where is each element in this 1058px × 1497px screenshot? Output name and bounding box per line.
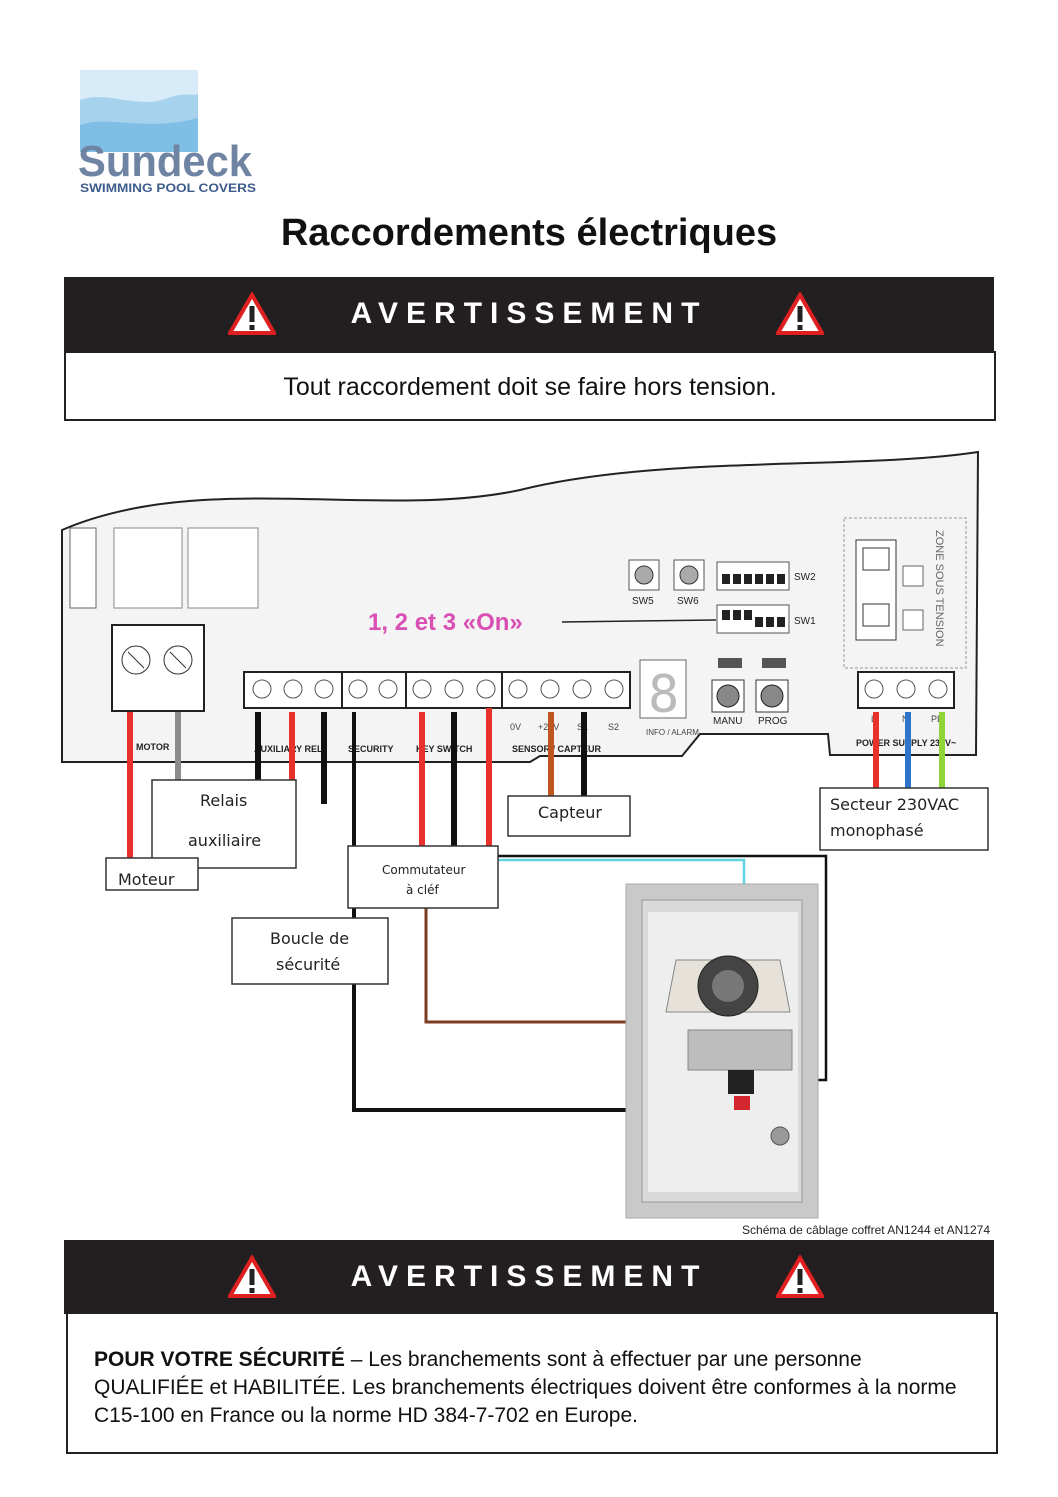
diagram-caption: Schéma de câblage coffret AN1244 et AN12… bbox=[742, 1223, 990, 1237]
commutateur-label: Commutateur bbox=[382, 863, 465, 877]
warning-heading: AVERTISSEMENT bbox=[350, 1260, 708, 1293]
warning-banner-bottom: AVERTISSEMENT bbox=[64, 1240, 994, 1314]
block-label-motor: MOTOR bbox=[136, 742, 170, 752]
block-label-sensor: SENSOR / CAPTEUR bbox=[512, 744, 602, 754]
svg-text:8: 8 bbox=[648, 665, 679, 725]
sw5-label: SW5 bbox=[632, 596, 654, 607]
commutateur-box bbox=[347, 845, 499, 909]
capteur-box bbox=[507, 795, 631, 837]
dip-switch-sw1 bbox=[716, 604, 790, 634]
warning-banner-top: AVERTISSEMENT bbox=[64, 277, 994, 351]
moteur-box bbox=[105, 857, 199, 891]
sw2-label: SW2 bbox=[794, 572, 816, 583]
safety-text: – Les branchements sont à effectuer par … bbox=[94, 1348, 957, 1427]
sw1-label: SW1 bbox=[794, 616, 816, 627]
safety-lead: POUR VOTRE SÉCURITÉ bbox=[94, 1348, 345, 1371]
boucle-label: sécurité bbox=[276, 955, 340, 974]
safety-message-box: POUR VOTRE SÉCURITÉ – Les branchements s… bbox=[66, 1312, 998, 1454]
relais-label: Relais bbox=[200, 791, 247, 810]
dip-annotation: 1, 2 et 3 «On» bbox=[368, 609, 523, 636]
wiring-diagram: MOTOR AUXILIARY REL. SECURITY KEY SWITCH… bbox=[61, 450, 990, 1237]
page-title: Raccordements électriques bbox=[280, 212, 778, 254]
block-label-security: SECURITY bbox=[348, 744, 394, 754]
secteur-label: monophasé bbox=[830, 821, 924, 840]
capteur-label: Capteur bbox=[538, 803, 602, 822]
warning-heading: AVERTISSEMENT bbox=[350, 297, 708, 330]
sw6-label: SW6 bbox=[677, 596, 699, 607]
commutateur-label: à cléf bbox=[406, 883, 439, 897]
power-pin-label: PE bbox=[931, 714, 943, 724]
moteur-label: Moteur bbox=[118, 870, 175, 889]
secteur-box bbox=[819, 787, 989, 851]
zone-label: ZONE SOUS TENSION bbox=[933, 530, 945, 647]
sensor-pin-label: S2 bbox=[608, 722, 619, 732]
warning-triangle-icon bbox=[228, 1255, 276, 1298]
warning-message: Tout raccordement doit se faire hors ten… bbox=[283, 373, 777, 401]
relais-label: auxiliaire bbox=[188, 831, 261, 850]
warning-message-box: Tout raccordement doit se faire hors ten… bbox=[64, 351, 996, 421]
relais-box bbox=[151, 779, 297, 869]
brand-name: Sundeck bbox=[78, 137, 253, 186]
prog-label: PROG bbox=[758, 716, 788, 727]
sundeck-logo: Sundeck SWIMMING POOL COVERS bbox=[78, 70, 256, 195]
boucle-label: Boucle de bbox=[270, 929, 349, 948]
warning-triangle-icon bbox=[228, 292, 276, 335]
warning-triangle-icon bbox=[776, 292, 824, 335]
brand-tagline: SWIMMING POOL COVERS bbox=[80, 181, 256, 195]
warning-triangle-icon bbox=[776, 1255, 824, 1298]
safety-message: POUR VOTRE SÉCURITÉ – Les branchements s… bbox=[94, 1346, 970, 1430]
key-switch-enclosure-photo bbox=[625, 883, 819, 1219]
secteur-label: Secteur 230VAC bbox=[830, 795, 959, 814]
sensor-pin-label: 0V bbox=[510, 722, 521, 732]
manu-label: MANU bbox=[713, 716, 742, 727]
block-label-keyswitch: KEY SWITCH bbox=[416, 744, 472, 754]
info-alarm-label: INFO / ALARM bbox=[646, 728, 699, 737]
boucle-box bbox=[231, 917, 389, 985]
dip-switch-sw2 bbox=[716, 561, 790, 591]
